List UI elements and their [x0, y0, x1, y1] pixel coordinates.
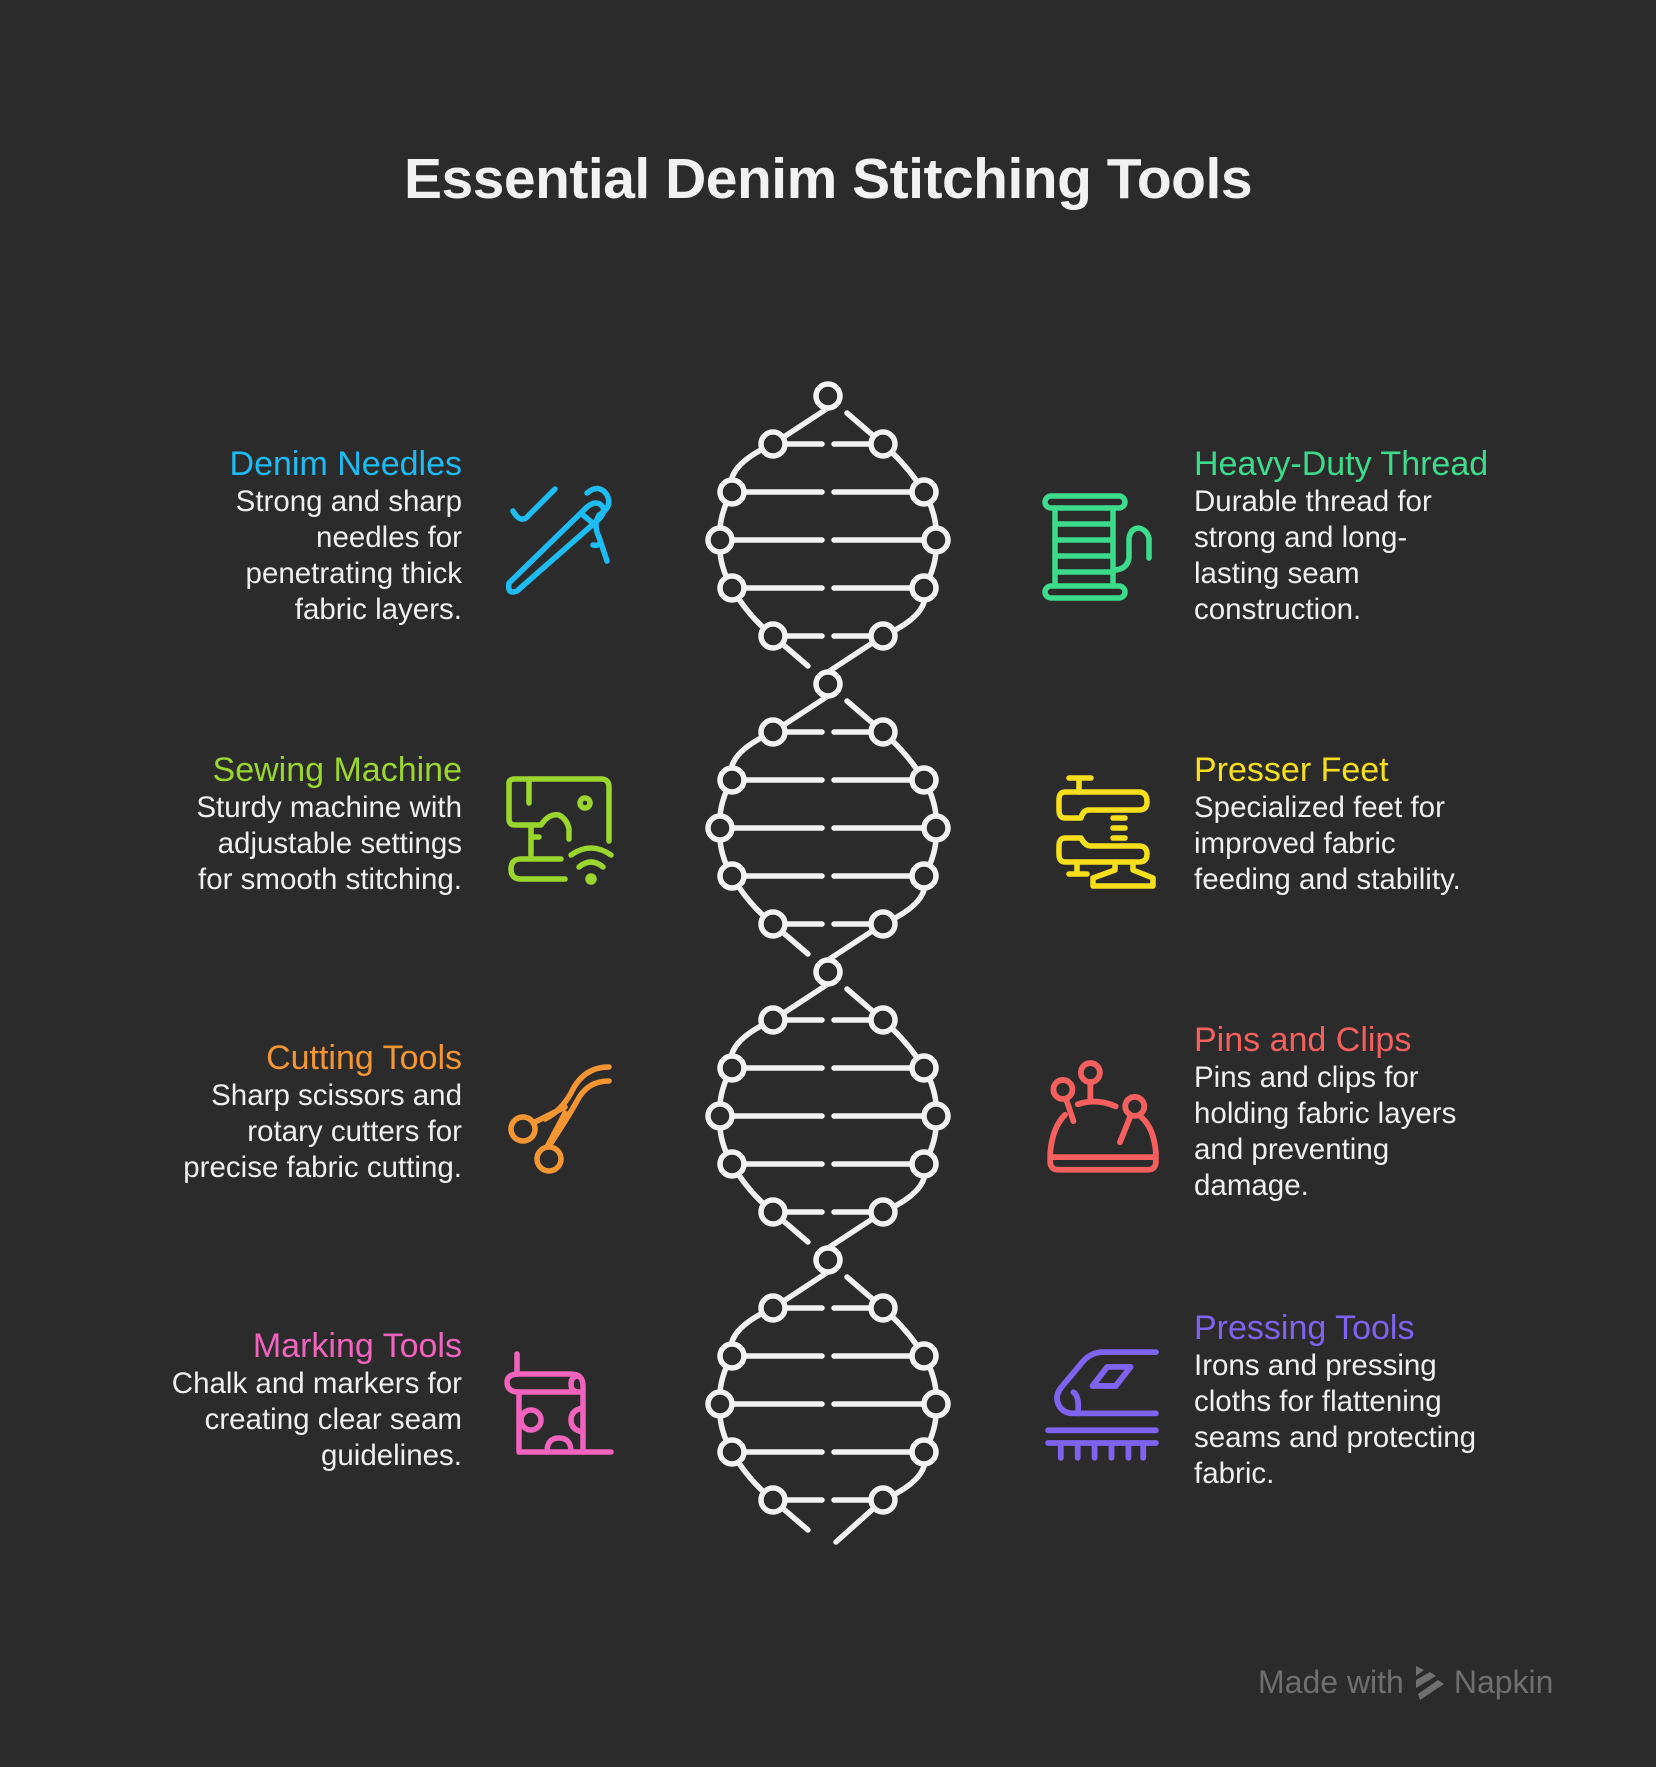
desc-line: Specialized feet for — [1194, 791, 1445, 824]
footer-branding: Made with Napkin — [1258, 1664, 1553, 1701]
iron-icon — [1045, 1349, 1159, 1462]
item-presser-feet: Presser Feet Specialized feet for improv… — [1194, 750, 1594, 898]
item-title: Sewing Machine — [212, 751, 462, 789]
item-pins-and-clips: Pins and Clips Pins and clips for holdin… — [1194, 1020, 1594, 1204]
pincushion-icon — [1046, 1060, 1159, 1174]
desc-line: needles for — [316, 521, 462, 554]
desc-line: Sharp scissors and — [211, 1079, 462, 1112]
item-heavy-duty-thread: Heavy-Duty Thread Durable thread for str… — [1194, 444, 1594, 628]
needle-thread-icon — [503, 485, 615, 597]
desc-line: improved fabric — [1194, 827, 1396, 860]
desc-line: Durable thread for — [1194, 485, 1432, 518]
napkin-logo-icon — [1415, 1665, 1444, 1700]
chalk-marker-icon — [504, 1351, 617, 1464]
item-title: Pins and Clips — [1194, 1021, 1412, 1059]
napkin-brand-label: Napkin — [1453, 1664, 1554, 1700]
desc-line: Sturdy machine with — [196, 791, 462, 824]
desc-line: feeding and stability. — [1194, 863, 1461, 896]
desc-line: guidelines. — [320, 1439, 462, 1472]
made-with-label: Made with — [1258, 1664, 1404, 1700]
desc-line: rotary cutters for — [247, 1115, 462, 1148]
desc-line: seams and protecting — [1194, 1421, 1477, 1454]
presser-foot-icon — [1051, 774, 1163, 889]
item-title: Pressing Tools — [1194, 1309, 1415, 1347]
desc-line: and preventing — [1194, 1133, 1390, 1166]
item-description: Strong and sharp needles for penetrating… — [62, 484, 462, 628]
item-description: Sharp scissors and rotary cutters for pr… — [62, 1078, 462, 1186]
desc-line: damage. — [1194, 1169, 1309, 1202]
desc-line: Strong and sharp — [235, 485, 462, 518]
item-description: Irons and pressing cloths for flattening… — [1194, 1348, 1594, 1492]
item-sewing-machine: Sewing Machine Sturdy machine with adjus… — [62, 750, 462, 898]
item-description: Specialized feet for improved fabric fee… — [1194, 790, 1594, 898]
item-marking-tools: Marking Tools Chalk and markers for crea… — [62, 1326, 462, 1474]
desc-line: holding fabric layers — [1194, 1097, 1457, 1130]
thread-spool-icon — [1042, 493, 1155, 606]
desc-line: precise fabric cutting. — [183, 1151, 462, 1184]
desc-line: for smooth stitching. — [198, 863, 462, 896]
item-title: Cutting Tools — [266, 1039, 462, 1077]
item-description: Sturdy machine with adjustable settings … — [62, 790, 462, 898]
desc-line: Irons and pressing — [1194, 1349, 1437, 1382]
item-description: Chalk and markers for creating clear sea… — [62, 1366, 462, 1474]
desc-line: penetrating thick — [245, 557, 462, 590]
desc-line: cloths for flattening — [1194, 1385, 1442, 1418]
item-title: Marking Tools — [252, 1327, 462, 1365]
item-title: Presser Feet — [1194, 751, 1389, 789]
item-title: Denim Needles — [229, 445, 462, 483]
item-description: Pins and clips for holding fabric layers… — [1194, 1060, 1594, 1204]
item-description: Durable thread for strong and long- last… — [1194, 484, 1594, 628]
desc-line: Chalk and markers for — [171, 1367, 462, 1400]
desc-line: fabric. — [1194, 1457, 1275, 1490]
desc-line: creating clear seam — [204, 1403, 462, 1436]
page-title: Essential Denim Stitching Tools — [403, 147, 1253, 211]
item-pressing-tools: Pressing Tools Irons and pressing cloths… — [1194, 1308, 1594, 1492]
desc-line: construction. — [1194, 593, 1362, 626]
item-cutting-tools: Cutting Tools Sharp scissors and rotary … — [62, 1038, 462, 1186]
item-denim-needles: Denim Needles Strong and sharp needles f… — [62, 444, 462, 628]
sewing-machine-icon — [505, 775, 617, 887]
desc-line: Pins and clips for — [1194, 1061, 1419, 1094]
desc-line: adjustable settings — [217, 827, 462, 860]
scissors-icon — [505, 1063, 617, 1175]
desc-line: fabric layers. — [294, 593, 462, 626]
item-title: Heavy-Duty Thread — [1194, 445, 1489, 483]
desc-line: lasting seam — [1194, 557, 1360, 590]
desc-line: strong and long- — [1194, 521, 1408, 554]
